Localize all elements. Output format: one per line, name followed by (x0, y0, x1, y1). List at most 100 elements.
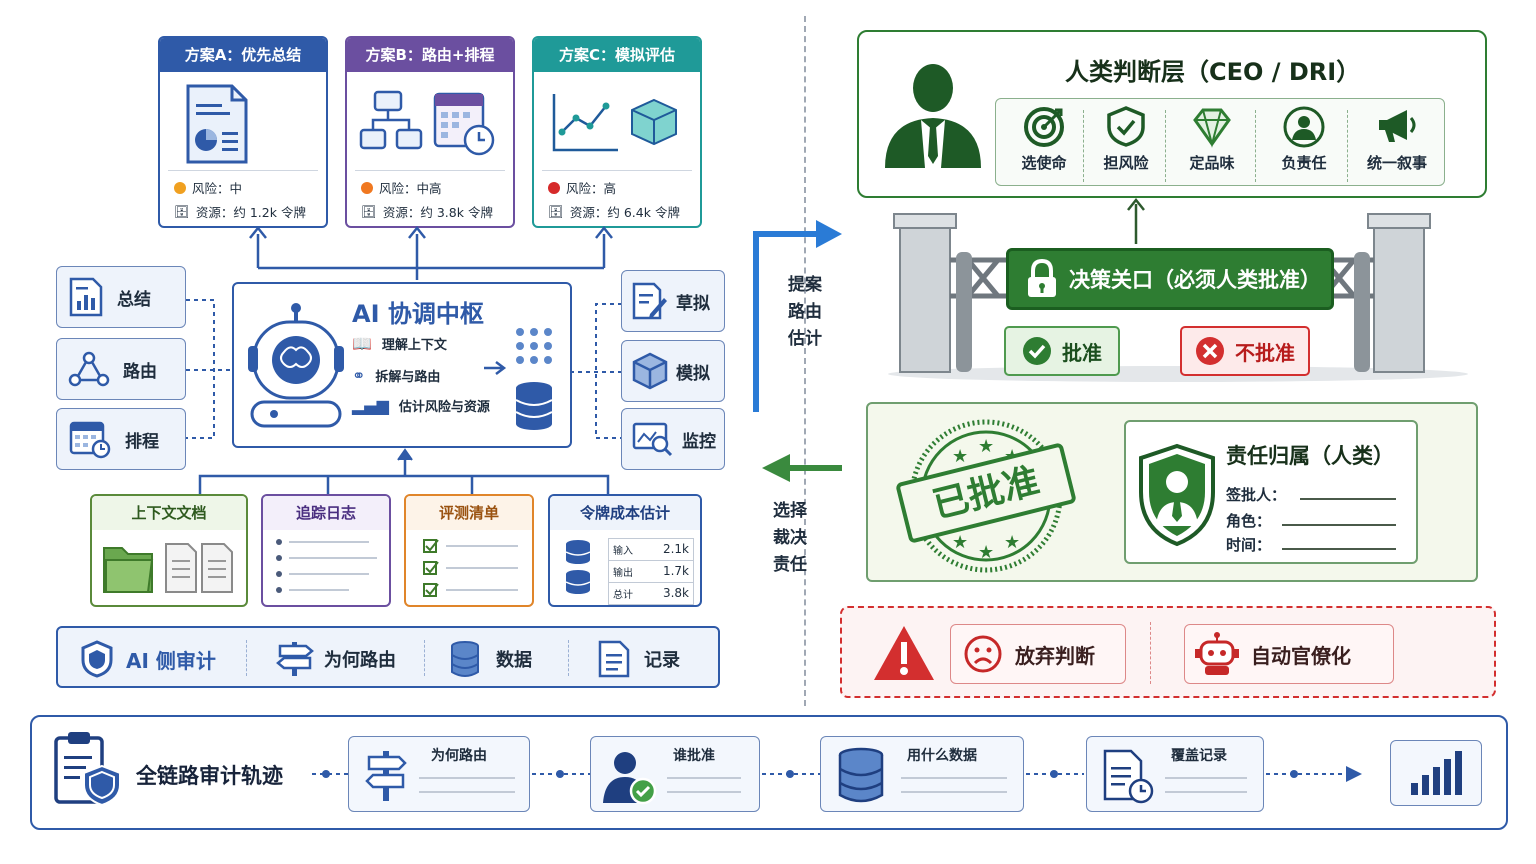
decision-gate-banner: 决策关口（必须人类批准） (1006, 248, 1334, 310)
reject-button[interactable]: 不批准 (1180, 326, 1310, 376)
left-tools-connector (186, 299, 232, 439)
svg-text:★: ★ (952, 532, 968, 553)
robot-icon (1195, 632, 1239, 675)
plan-card-b: 方案B：路由+排程 风险：中高 🗄资源：约 3.8k 令牌 (345, 36, 515, 228)
doc-title: 追踪日志 (263, 496, 389, 530)
document-chart-icon (186, 84, 248, 164)
check-circle-icon (1023, 337, 1051, 365)
chain-step-what-data: 用什么数据 (820, 736, 1024, 812)
ai-audit-record: 记录 (598, 640, 680, 678)
checklist-icon (423, 539, 518, 597)
tool-label: 模拟 (676, 363, 710, 384)
role-field: 角色： (1226, 512, 1272, 530)
hub-to-plans-connector (249, 225, 613, 280)
sad-face-icon (964, 635, 1002, 673)
warning-panel: 放弃判断 自动官僚化 (840, 606, 1496, 698)
ownership-card: 责任归属（人类） 签批人： 角色： 时间： (1124, 420, 1418, 564)
svg-text:★: ★ (978, 436, 994, 457)
human-judgment-layer: 人类判断层（CEO / DRI） 选使命 担风险 定品味 负责任 统一叙事 (857, 30, 1487, 198)
ai-hub: AI 协调中枢 📖理解上下文 ⚭拆解与路由 ▂▄▆估计风险与资源 (232, 282, 572, 448)
database-icon: 🗄 (361, 203, 377, 219)
plan-card-a: 方案A：优先总结 风险：中 🗄资源：约 1.2k 令牌 (158, 36, 328, 228)
risk-row: 风险：中高 (361, 178, 442, 197)
choose-arrow (762, 454, 842, 482)
chain-step-why-route: 为何路由 (348, 736, 530, 812)
tool-label: 排程 (125, 431, 159, 452)
megaphone-icon (1379, 110, 1416, 142)
resource-row: 🗄资源：约 1.2k 令牌 (174, 203, 306, 221)
center-divider (804, 16, 806, 706)
gate-to-human-arrow (1127, 197, 1145, 244)
lock-icon (1028, 258, 1056, 297)
line-chart-cube-icon (552, 94, 677, 152)
hub-item-risk: ▂▄▆估计风险与资源 (352, 396, 490, 415)
svg-text:★: ★ (952, 446, 968, 467)
data-grid-database-icon (515, 328, 553, 430)
bullet-list-icon (276, 539, 377, 593)
tool-schedule[interactable]: 排程 (56, 408, 186, 470)
shield-check-icon (1107, 106, 1145, 147)
tool-label: 草拟 (676, 293, 710, 314)
right-tools-connector (572, 303, 622, 439)
database-stack-icon (565, 540, 591, 594)
risk-dot-icon (548, 181, 560, 194)
tool-label: 路由 (123, 361, 157, 382)
ai-audit-bar: AI 侧审计 为何路由 数据 记录 (56, 626, 720, 688)
tool-label: 总结 (117, 289, 151, 310)
plan-card-c: 方案C：模拟评估 风险：高 🗄资源：约 6.4k 令牌 (532, 36, 702, 228)
tool-draft[interactable]: 草拟 (621, 270, 725, 332)
person-check-icon (603, 752, 657, 805)
approval-panel: ★★★ ★★★ 已批准 责任归属（人类） 签批人： 角色： 时间： (866, 402, 1478, 582)
x-circle-icon (1196, 337, 1224, 365)
person-badge-icon (1283, 106, 1325, 148)
trace-log-card: 追踪日志 (261, 494, 391, 607)
resource-row: 🗄资源：约 6.4k 令牌 (548, 203, 680, 221)
robot-brain-icon (248, 303, 344, 428)
database-icon (451, 641, 479, 677)
ai-audit-data: 数据 (450, 640, 532, 678)
svg-text:★: ★ (1004, 532, 1020, 553)
chain-step-who-approved: 谁批准 (590, 736, 760, 812)
tool-simulate[interactable]: 模拟 (621, 340, 725, 402)
person-shield-icon (1139, 443, 1215, 547)
book-icon: 📖 (352, 334, 372, 353)
tool-summarize[interactable]: 总结 (56, 266, 186, 328)
propose-labels: 提案 路由 估计 (788, 275, 822, 349)
svg-text:★: ★ (978, 542, 994, 563)
flow-calendar-icon (359, 90, 495, 156)
ownership-title: 责任归属（人类） (1226, 444, 1394, 468)
ai-audit-title-group: AI 侧审计 (80, 640, 216, 678)
cube-icon (632, 352, 668, 390)
plan-title: 方案A：优先总结 (160, 38, 326, 72)
eval-checklist-card: 评测清单 (404, 494, 534, 607)
time-field: 时间： (1226, 536, 1272, 554)
tool-monitor[interactable]: 监控 (621, 408, 725, 470)
auto-bureaucracy-warning: 自动官僚化 (1184, 624, 1394, 684)
database-icon: 🗄 (174, 203, 190, 219)
resource-row: 🗄资源：约 3.8k 令牌 (361, 203, 493, 221)
decision-gate-illustration (888, 213, 1468, 382)
tool-route[interactable]: 路由 (56, 338, 186, 400)
approve-button[interactable]: 批准 (1004, 326, 1120, 376)
bar-chart-icon (1411, 751, 1462, 795)
arrow-right-icon (484, 361, 507, 375)
shield-icon (81, 640, 113, 678)
network-icon (68, 351, 110, 387)
ai-audit-title: AI 侧审计 (126, 648, 216, 673)
human-layer-title: 人类判断层（CEO / DRI） (1065, 58, 1361, 86)
plan-title: 方案C：模拟评估 (534, 38, 700, 72)
chain-result-chart (1390, 740, 1482, 806)
value-taste: 定品味 (1175, 106, 1249, 173)
signer-field: 签批人： (1226, 486, 1287, 504)
gate-title: 决策关口（必须人类批准） (1069, 268, 1321, 292)
chain-title: 全链路审计轨迹 (136, 764, 283, 788)
plan-title: 方案B：路由+排程 (347, 38, 513, 72)
hub-item-context: 📖理解上下文 (352, 334, 447, 353)
risk-dot-icon (361, 181, 373, 194)
docs-to-hub-connector (198, 448, 610, 496)
